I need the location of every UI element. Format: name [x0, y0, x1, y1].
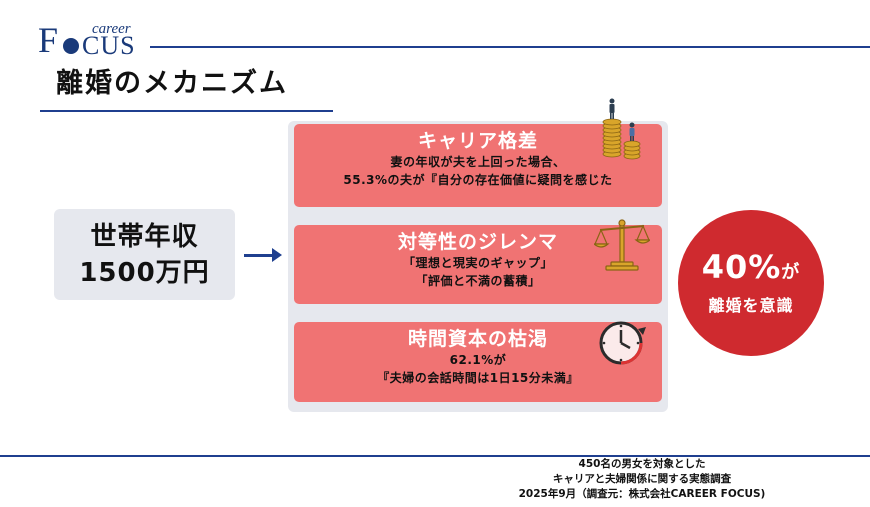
header-divider — [150, 46, 870, 48]
logo-cus-text: CUS — [82, 31, 136, 60]
coin-stack-icon — [602, 98, 641, 160]
footer-line1: 450名の男女を対象とした — [578, 458, 706, 470]
household-income-label: 世帯年収 — [90, 221, 199, 252]
card-time-depletion: 時間資本の枯渇 62.1%が 『夫婦の会話時間は1日15分未満』 — [294, 322, 662, 402]
arrow-right-icon — [244, 254, 274, 257]
footer-line2: キャリアと夫婦関係に関する実態調査 — [552, 473, 732, 485]
result-suffix: が — [781, 262, 801, 283]
card-text-line1: 「理想と現実のギャップ」 — [402, 256, 553, 270]
card-career-gap: キャリア格差 妻の年収が夫を上回った場合、 55.3%の夫が『自分の存在価値に疑… — [294, 124, 662, 207]
result-percent-line: 40%が — [702, 249, 801, 291]
card-text-line2: 「評価と不満の蓄積」 — [415, 274, 541, 288]
household-income-value: 1500万円 — [79, 257, 210, 288]
logo-letter-f: F — [38, 20, 59, 60]
page-title: 離婚のメカニズム — [56, 68, 288, 99]
footer-line3: 2025年9月（調査元：株式会社CAREER FOCUS) — [518, 488, 766, 500]
card-heading: 時間資本の枯渇 — [407, 328, 548, 350]
logo-dot — [63, 38, 79, 54]
clock-icon — [599, 321, 646, 365]
card-text-line1: 62.1%が — [449, 353, 507, 367]
household-income-box: 世帯年収 1500万円 — [54, 209, 235, 300]
card-equality-dilemma: 対等性のジレンマ 「理想と現実のギャップ」 「評価と不満の蓄積」 — [294, 225, 662, 304]
card-text-line1: 妻の年収が夫を上回った場合、 — [390, 155, 566, 169]
logo-career-text: career — [92, 21, 131, 37]
card-heading: 対等性のジレンマ — [397, 231, 558, 253]
title-underline — [40, 110, 333, 112]
result-percent: 40% — [701, 248, 782, 286]
result-badge: 40%が 離婚を意識 — [678, 210, 824, 356]
footer-divider — [0, 455, 870, 457]
balance-scale-icon — [594, 219, 650, 271]
result-label: 離婚を意識 — [708, 296, 794, 315]
card-text-line2: 55.3%の夫が『自分の存在価値に疑問を感じた — [343, 173, 613, 187]
card-text-line2: 『夫婦の会話時間は1日15分未満』 — [377, 371, 579, 385]
arrow-head — [272, 248, 282, 262]
card-heading: キャリア格差 — [417, 130, 538, 152]
